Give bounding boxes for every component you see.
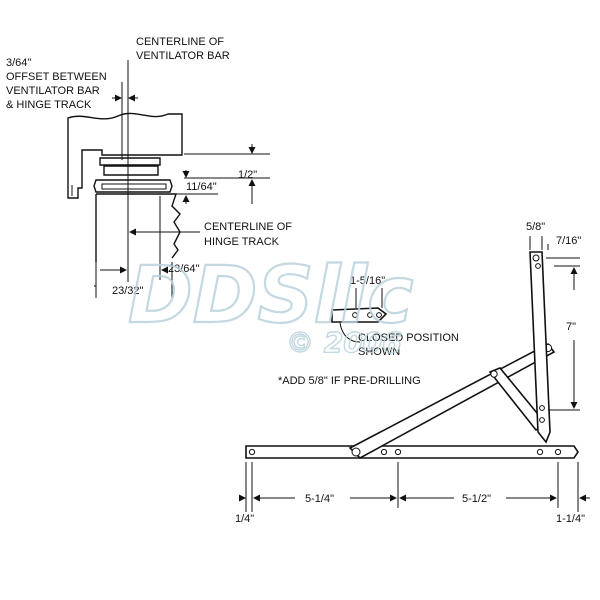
label-offset-4: & HINGE TRACK <box>6 99 92 111</box>
sash-arm <box>529 251 551 444</box>
label-centerline-vent-2: VENTILATOR BAR <box>136 50 230 62</box>
bottom-track <box>245 445 579 459</box>
label-offset-3: VENTILATOR BAR <box>6 85 100 97</box>
label-predrill-note: *ADD 5/8" IF PRE-DRILLING <box>278 375 421 387</box>
label-dim-7-16: 7/16" <box>556 235 581 247</box>
label-offset-1: 3/64" <box>6 57 31 69</box>
watermark-logo: DDSllc <box>128 251 413 341</box>
closed-position-inset <box>331 288 388 343</box>
ventilator-bar <box>67 112 183 199</box>
label-dim-5-1-2: 5-1/2" <box>462 493 491 505</box>
label-centerline-hinge-2: HINGE TRACK <box>204 236 280 248</box>
label-dim-11-64: 11/64" <box>186 181 217 193</box>
frame-section <box>95 193 181 262</box>
label-dim-1-5-16: 1-5/16" <box>350 275 385 287</box>
label-dim-half: 1/2" <box>238 169 257 181</box>
label-dim-5-8: 5/8" <box>526 221 545 233</box>
label-offset-2: OFFSET BETWEEN <box>6 71 107 83</box>
label-dim-1-1-4: 1-1/4" <box>556 513 585 525</box>
hinge-track-profile <box>99 157 161 176</box>
hinge-assembly <box>245 251 579 459</box>
label-dim-7: 7" <box>566 321 576 333</box>
label-dim-5-1-4: 5-1/4" <box>305 493 334 505</box>
label-dim-1-4: 1/4" <box>235 513 254 525</box>
label-centerline-hinge-1: CENTERLINE OF <box>204 221 292 233</box>
label-centerline-vent-1: CENTERLINE OF <box>136 36 224 48</box>
watermark-copyright: © 2006 <box>286 326 402 359</box>
cross-section-detail <box>67 60 270 298</box>
label-dim-23-32: 23/32" <box>112 285 144 297</box>
label-dim-23-64: 23/64" <box>168 263 200 275</box>
label-closed-1: CLOSED POSITION <box>358 332 459 344</box>
label-closed-2: SHOWN <box>358 346 400 358</box>
